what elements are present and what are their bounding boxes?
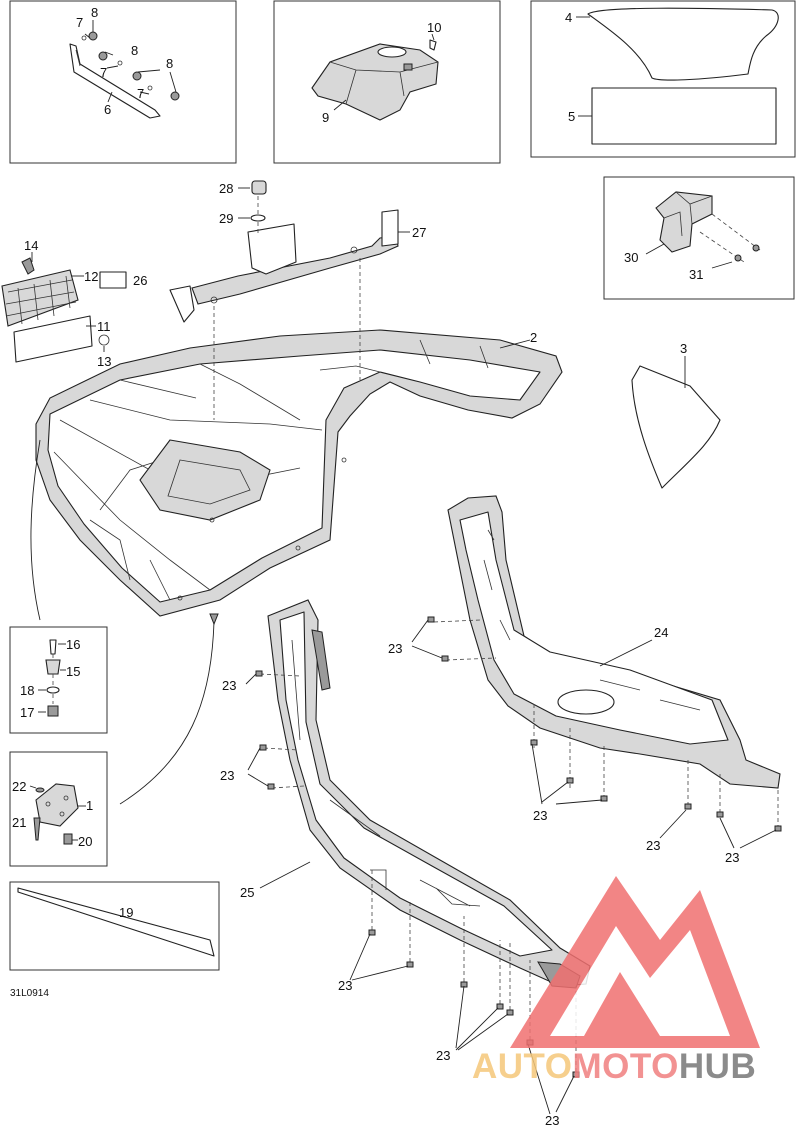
callout-23f: 23 — [725, 850, 739, 865]
right-panel-part-24 — [433, 495, 781, 828]
callout-8a: 8 — [91, 5, 98, 20]
callout-23b: 23 — [222, 678, 236, 693]
callout-22: 22 — [12, 779, 26, 794]
bracket-assembly — [645, 191, 761, 269]
inset-box-bracket — [603, 176, 795, 300]
callout-26: 26 — [133, 273, 147, 288]
callout-6: 6 — [104, 102, 111, 117]
callout-3: 3 — [680, 341, 687, 356]
inset-box-decal-stripe — [9, 881, 220, 971]
inset-box-trim-strip — [9, 0, 237, 164]
callout-7c: 7 — [137, 86, 144, 101]
inset-box-console-cover — [273, 0, 501, 164]
decal-stripe-19 — [17, 887, 215, 957]
callout-17: 17 — [20, 705, 34, 720]
watermark-logo: AUTOMOTOHUB — [472, 876, 760, 1086]
callout-21: 21 — [12, 815, 26, 830]
callout-25: 25 — [240, 885, 254, 900]
plate-assembly — [29, 783, 86, 845]
callout-9: 9 — [322, 110, 329, 125]
callout-5: 5 — [568, 109, 575, 124]
callout-10: 10 — [427, 20, 441, 35]
rivet-kit-assembly — [38, 639, 66, 717]
callout-20: 20 — [78, 834, 92, 849]
trim-strip-assembly — [69, 20, 180, 119]
callout-23i: 23 — [545, 1113, 559, 1128]
callout-13: 13 — [97, 354, 111, 369]
callout-23h: 23 — [436, 1048, 450, 1063]
callout-23e: 23 — [646, 838, 660, 853]
callout-23a: 23 — [388, 641, 402, 656]
callout-28: 28 — [219, 181, 233, 196]
callout-19: 19 — [119, 905, 133, 920]
left-liner-assembly — [1, 252, 127, 363]
callout-11: 11 — [97, 319, 111, 334]
callout-4: 4 — [565, 10, 572, 25]
watermark-text-auto: AUTO — [472, 1047, 573, 1086]
decal-panel-3 — [631, 365, 721, 489]
callout-8b: 8 — [131, 43, 138, 58]
callout-18: 18 — [20, 683, 34, 698]
callout-2: 2 — [530, 330, 537, 345]
inset-box-decals — [530, 0, 796, 158]
console-cover-assembly — [311, 33, 439, 121]
watermark-triangle-inner — [550, 926, 730, 1036]
decal-assembly — [576, 7, 779, 145]
callout-1: 1 — [86, 798, 93, 813]
callout-15: 15 — [66, 664, 80, 679]
callout-7b: 7 — [100, 65, 107, 80]
callout-8c: 8 — [166, 56, 173, 71]
watermark-text-moto: MOTO — [573, 1047, 679, 1086]
callout-23c: 23 — [220, 768, 234, 783]
callout-30: 30 — [624, 250, 638, 265]
callout-labels: 1 2 3 4 5 6 7 7 7 8 8 8 9 10 11 12 13 14… — [10, 5, 739, 1128]
watermark-text: AUTOMOTOHUB — [472, 1047, 756, 1086]
fastener-screws — [245, 616, 782, 1115]
support-bracket-assembly — [169, 180, 410, 323]
callout-23d: 23 — [533, 808, 547, 823]
inset-box-rivet-kit — [9, 626, 108, 734]
callout-27: 27 — [412, 225, 426, 240]
callout-24: 24 — [654, 625, 668, 640]
inset-frames — [9, 0, 796, 971]
callout-31: 31 — [689, 267, 703, 282]
callout-23g: 23 — [338, 978, 352, 993]
callout-7a: 7 — [76, 15, 83, 30]
main-body-part-2 — [30, 258, 563, 805]
callout-12: 12 — [84, 269, 98, 284]
watermark-triangle-core — [584, 972, 660, 1036]
diagram-code: 31L0914 — [10, 988, 49, 999]
callout-16: 16 — [66, 637, 80, 652]
callout-29: 29 — [219, 211, 233, 226]
inset-box-plate — [9, 751, 108, 867]
callout-14: 14 — [24, 238, 38, 253]
lower-panel-part-25 — [259, 599, 591, 1072]
watermark-text-hub: HUB — [679, 1047, 756, 1086]
